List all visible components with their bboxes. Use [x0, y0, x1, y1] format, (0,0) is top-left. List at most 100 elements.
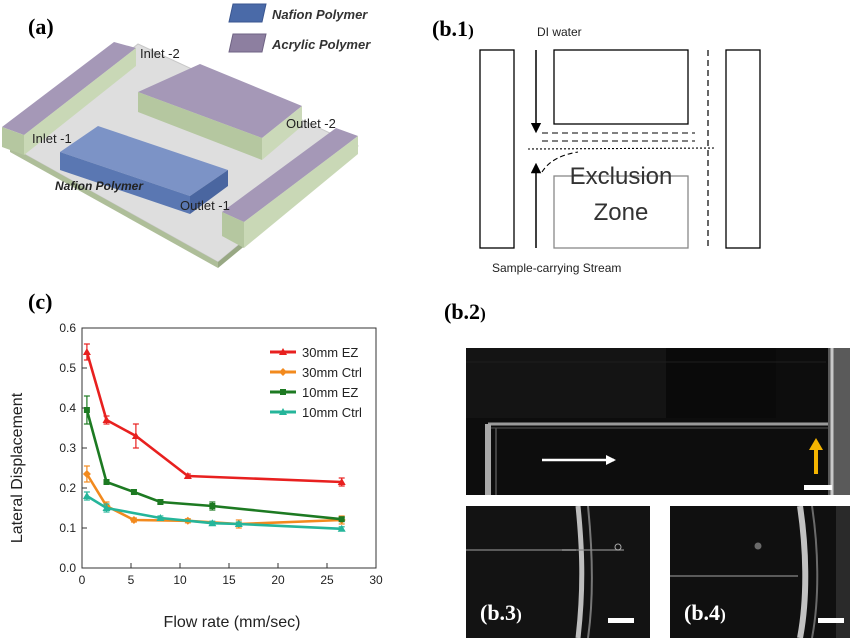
data-point	[82, 470, 91, 478]
y-tick-label: 0.3	[59, 441, 76, 455]
panel-b4-label: (b.4)	[684, 600, 726, 625]
x-tick-label: 25	[320, 573, 334, 587]
data-point	[82, 348, 91, 355]
legend-marker	[280, 389, 286, 395]
x-tick-label: 15	[222, 573, 236, 587]
legend-marker	[279, 408, 287, 415]
sample-stream-label: Sample-carrying Stream	[492, 261, 621, 275]
panel-b2-label: (b.2)	[444, 299, 486, 324]
legend-text-acrylic: Acrylic Polymer	[271, 37, 371, 52]
panel-b3-label: (b.3)	[480, 600, 522, 625]
y-tick-label: 0.1	[59, 521, 76, 535]
acrylic-bar-left-side	[24, 48, 136, 155]
micrograph-b2-image	[466, 348, 850, 495]
data-point	[337, 524, 346, 532]
data-point	[82, 492, 91, 499]
data-point	[103, 479, 110, 485]
micrograph-b2	[466, 348, 850, 495]
inlet-2-label: Inlet -2	[140, 46, 180, 61]
data-point	[234, 520, 243, 527]
acrylic-block-top	[138, 64, 302, 138]
x-tick-label: 5	[128, 573, 135, 587]
y-tick-label: 0.4	[59, 401, 76, 415]
y-tick-label: 0.6	[59, 321, 76, 335]
legend-swatch-acrylic	[228, 33, 267, 53]
acrylic-block-side	[262, 106, 302, 160]
data-point	[102, 504, 111, 511]
acrylic-block-front	[138, 92, 262, 160]
x-tick-label: 30	[369, 573, 383, 587]
series-30mm-ez	[82, 343, 346, 487]
series-30mm-ctrl	[82, 465, 346, 529]
scale-bar-b2	[804, 485, 832, 490]
scale-bar-b4	[818, 618, 844, 623]
micrograph-b3: (b.3)	[466, 506, 650, 638]
y-tick-label: 0.2	[59, 481, 76, 495]
channel-schematic: DI water Exclusion Zone Sample-carrying …	[479, 25, 761, 275]
upper-wall-block	[553, 49, 689, 125]
deflection-curve	[541, 151, 579, 173]
legend-label: 30mm Ctrl	[302, 365, 362, 380]
panel-a-label: (a)	[28, 14, 54, 39]
channel-wall-right	[725, 49, 761, 249]
x-tick-label: 0	[79, 573, 86, 587]
plot-frame	[81, 327, 377, 569]
acrylic-bar-left-top	[2, 42, 136, 135]
nafion-block-front	[60, 152, 190, 214]
legend-label: 30mm EZ	[302, 345, 358, 360]
exclusion-zone-text-2: Zone	[594, 199, 649, 226]
outlet-1-label: Outlet -1	[180, 198, 230, 213]
series-line	[85, 409, 342, 521]
base-plate-side-left	[10, 146, 218, 268]
micrograph-b4: (b.4)	[670, 506, 850, 638]
legend-text-nafion: Nafion Polymer	[272, 7, 368, 22]
panel-c-label: (c)	[28, 289, 53, 314]
data-point	[129, 516, 138, 524]
data-point	[157, 499, 164, 505]
x-tick-label: 10	[173, 573, 187, 587]
acrylic-bar-right-side	[244, 136, 358, 248]
acrylic-bar-left-front	[2, 127, 24, 155]
data-point	[102, 416, 111, 423]
device-3d-schematic: Nafion Polymer Acrylic Polymer Inlet -2 …	[2, 3, 371, 268]
data-point	[183, 472, 192, 479]
chart-series	[82, 343, 346, 532]
legend-label: 10mm EZ	[302, 385, 358, 400]
scale-bar-b3	[608, 618, 634, 623]
legend-label: 10mm Ctrl	[302, 405, 362, 420]
data-point	[208, 519, 217, 527]
y-tick-label: 0.0	[59, 561, 76, 575]
exclusion-zone-block	[553, 175, 689, 249]
series-10mm-ez	[83, 395, 345, 523]
micrograph-b3-image	[466, 506, 650, 638]
legend-swatch-nafion	[228, 3, 267, 23]
legend-marker	[279, 368, 287, 376]
legend-marker	[279, 348, 287, 355]
inlet-1-label: Inlet -1	[32, 131, 72, 146]
data-point	[338, 516, 345, 523]
series-line	[86, 494, 342, 531]
exclusion-zone-text-1: Exclusion	[570, 163, 673, 190]
acrylic-bar-right-top	[222, 128, 358, 222]
x-tick-label: 20	[271, 573, 285, 587]
panel-b1-label: (b.1)	[432, 16, 474, 41]
data-point	[131, 432, 140, 439]
series-10mm-ctrl	[82, 491, 346, 532]
di-water-label: DI water	[537, 25, 582, 39]
acrylic-bar-right-front	[222, 212, 244, 248]
data-point	[156, 514, 165, 521]
data-point	[337, 478, 346, 485]
nafion-block-side	[190, 170, 228, 214]
data-point	[209, 503, 216, 509]
data-point	[83, 407, 90, 413]
interface-line	[527, 147, 717, 150]
y-axis-label: Lateral Displacement	[9, 392, 26, 543]
micrograph-b4-image	[670, 506, 850, 638]
chart-legend: 30mm EZ 30mm Ctrl 10mm EZ 10mm Ctrl	[270, 345, 362, 420]
outlet-2-label: Outlet -2	[286, 116, 336, 131]
nafion-block-top	[60, 126, 228, 196]
x-axis-label: Flow rate (mm/sec)	[164, 614, 301, 631]
